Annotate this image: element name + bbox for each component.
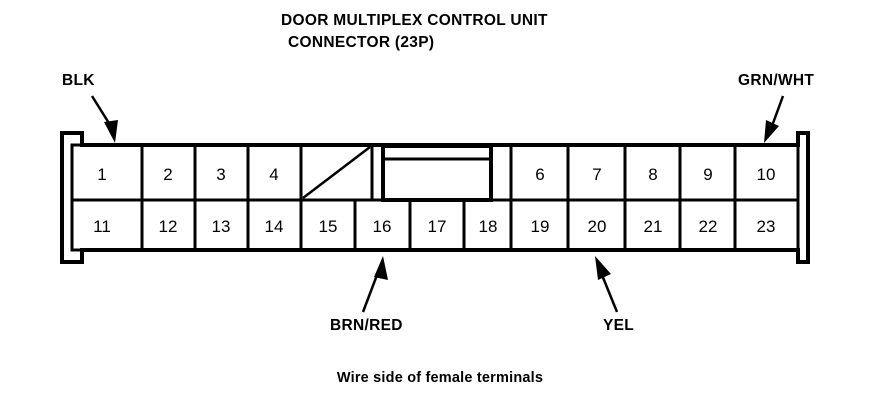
wire-label-blk: BLK <box>62 72 118 143</box>
pin-cell-14: 14 <box>265 217 284 236</box>
pin-cell-22: 22 <box>699 217 718 236</box>
pin-cell-20: 20 <box>588 217 607 236</box>
pin-cell-12: 12 <box>159 217 178 236</box>
pin-cell-2: 2 <box>163 165 172 184</box>
pin-cell-16: 16 <box>373 217 392 236</box>
pin-cell-9: 9 <box>703 165 712 184</box>
wire-label-blk-text: BLK <box>62 72 95 89</box>
wire-label-brn-red: BRN/RED <box>330 256 403 334</box>
pin-cell-11: 11 <box>93 217 111 236</box>
pin-cell-6: 6 <box>535 165 544 184</box>
pin-cell-8: 8 <box>648 165 657 184</box>
wire-label-grn-wht-text: GRN/WHT <box>738 72 814 89</box>
wire-label-yel: YEL <box>595 256 634 334</box>
pin-cell-10: 10 <box>757 165 776 184</box>
arrow-head-blk-icon <box>104 120 118 143</box>
wire-label-yel-text: YEL <box>603 317 634 334</box>
wire-leader-brn-red <box>361 274 379 313</box>
arrow-head-yel-icon <box>595 256 611 280</box>
top-row-right-group: 6 7 8 9 10 <box>509 143 800 202</box>
blank-cavity-slash <box>302 146 371 199</box>
pin-cell-1: 1 <box>97 165 106 184</box>
pin-cell-18: 18 <box>479 217 498 236</box>
pin-cell-19: 19 <box>531 217 550 236</box>
wire-label-grn-wht: GRN/WHT <box>738 72 814 143</box>
bottom-row-group: 11 12 13 14 15 16 17 18 19 20 21 22 23 <box>70 198 800 252</box>
wire-leader-yel <box>600 274 619 313</box>
wire-label-brn-red-text: BRN/RED <box>330 317 403 334</box>
pin-cell-4: 4 <box>269 165 278 184</box>
pin-cell-17: 17 <box>428 217 447 236</box>
pin-cell-7: 7 <box>592 165 601 184</box>
pin-cell-15: 15 <box>319 217 338 236</box>
pin-cell-3: 3 <box>216 165 225 184</box>
pin-cell-13: 13 <box>212 217 231 236</box>
pin-cell-23: 23 <box>757 217 776 236</box>
wire-leader-grn-wht <box>770 95 785 127</box>
bottom-row-box <box>70 198 800 252</box>
diagram-caption: Wire side of female terminals <box>337 370 543 386</box>
pin-cell-21: 21 <box>644 217 663 236</box>
arrow-head-brn-red-icon <box>374 256 388 280</box>
diagram-title-line2: CONNECTOR (23P) <box>288 34 434 51</box>
diagram-title-line1: DOOR MULTIPLEX CONTROL UNIT <box>281 12 548 29</box>
arrow-head-grn-wht-icon <box>764 120 779 143</box>
